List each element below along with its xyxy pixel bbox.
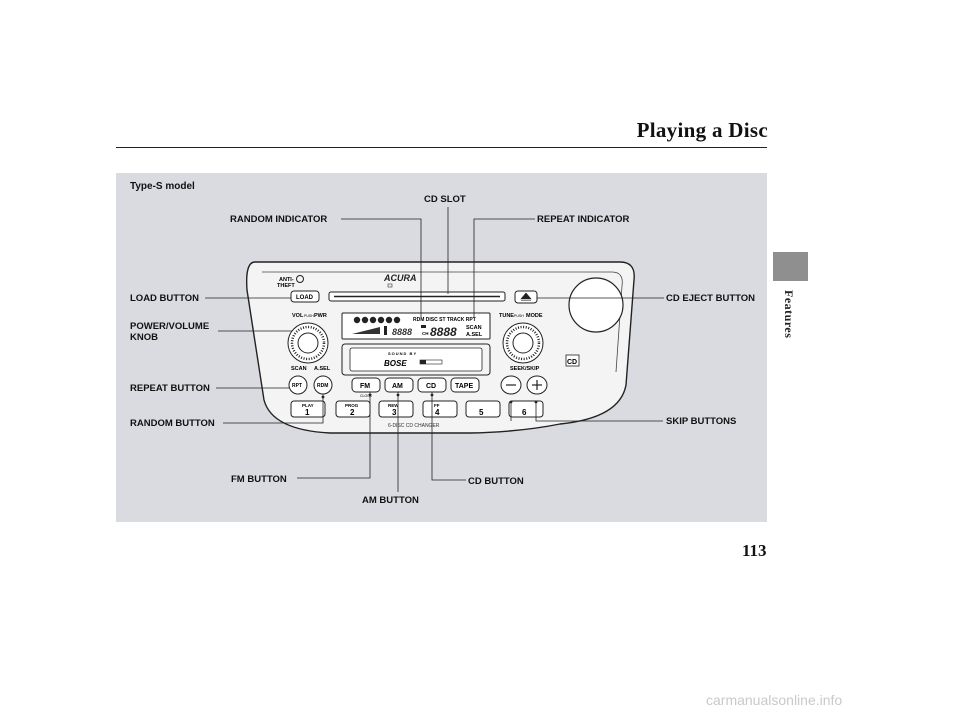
svg-text:AM: AM [392,383,403,390]
svg-text:MODE: MODE [526,313,543,319]
svg-text:A.SEL: A.SEL [314,366,331,372]
page-number: 113 [742,541,767,560]
svg-text:BOSE: BOSE [384,359,407,368]
svg-text:8888: 8888 [430,325,457,339]
fm-button [351,377,381,393]
svg-text:1: 1 [305,408,310,417]
callout-skip-buttons: SKIP BUTTONS [666,416,737,427]
svg-text:LOAD: LOAD [296,295,314,301]
callout-repeat-indicator: REPEAT INDICATOR [537,214,630,225]
title-rule [116,147,767,148]
callout-random-indicator: RANDOM INDICATOR [230,214,328,225]
changer-label: 6-DISC CD CHANGER [388,423,440,429]
svg-text:FF: FF [434,403,440,408]
svg-text:SEEK/SKIP: SEEK/SKIP [510,366,540,372]
preset-6 [508,400,544,418]
tune-knob-outer [568,277,624,333]
section-tab-label: Features [782,290,796,339]
svg-text:8888: 8888 [392,327,412,337]
svg-text:SOUND BY: SOUND BY [388,351,417,356]
leader-dots [321,393,538,404]
preset-3 [378,400,414,418]
callout-fm-button: FM BUTTON [231,474,287,485]
callout-random-button: RANDOM BUTTON [130,418,215,429]
rpt-button [288,375,308,395]
svg-text:6: 6 [522,408,527,417]
callout-load-button: LOAD BUTTON [130,293,199,304]
svg-text:RDM: RDM [317,383,328,389]
svg-text:FM: FM [360,383,370,390]
svg-text:SCAN: SCAN [466,325,482,331]
svg-text:PROG: PROG [345,403,359,408]
tape-button [450,377,480,393]
svg-text:CH: CH [422,331,429,336]
callout-power-volume-knob: POWER/VOLUME KNOB [130,321,210,343]
anti-theft-label: ANTI-THEFT [277,277,295,289]
callout-am-button: AM BUTTON [362,495,419,506]
svg-text:RPT: RPT [292,383,302,389]
load-button [290,290,320,303]
svg-text:CLOCK: CLOCK [360,394,373,398]
svg-text:VOL: VOL [292,313,304,319]
model-label: Type-S model [130,181,195,192]
callout-repeat-button: REPEAT BUTTON [130,383,210,394]
section-tab-marker [773,252,808,281]
svg-text:PUSH: PUSH [514,314,524,318]
svg-text:A.SEL: A.SEL [466,332,483,338]
svg-text:CD: CD [426,383,436,390]
callout-cd-button: CD BUTTON [468,476,524,487]
preset-5 [465,400,501,418]
svg-text:4: 4 [435,408,440,417]
svg-text:TUNE: TUNE [499,313,514,319]
am-button [384,377,414,393]
brand-logo: ACURA [383,273,417,283]
svg-text:RDM DISC ST TRACK RPT: RDM DISC ST TRACK RPT [413,317,476,323]
svg-text:5: 5 [479,408,484,417]
leader-lines [205,207,664,492]
svg-text:2: 2 [350,408,355,417]
svg-text:PWR: PWR [314,313,327,319]
svg-text:REW: REW [388,403,399,408]
svg-text:CD: CD [567,359,577,366]
svg-text:TAPE: TAPE [455,383,473,390]
disc-indicators [353,316,401,324]
svg-text:3: 3 [392,408,397,417]
svg-text:PUSH: PUSH [304,314,314,318]
svg-text:SCAN: SCAN [291,366,307,372]
anti-theft-led [296,275,304,283]
preset-1 [290,400,326,418]
page-title: Playing a Disc [636,118,768,142]
watermark: carmanualsonline.info [706,692,843,708]
callout-cd-slot: CD SLOT [424,194,466,205]
callout-cd-eject-button: CD EJECT BUTTON [666,293,756,304]
svg-text:PLAY: PLAY [302,403,314,408]
preset-4 [422,400,458,418]
